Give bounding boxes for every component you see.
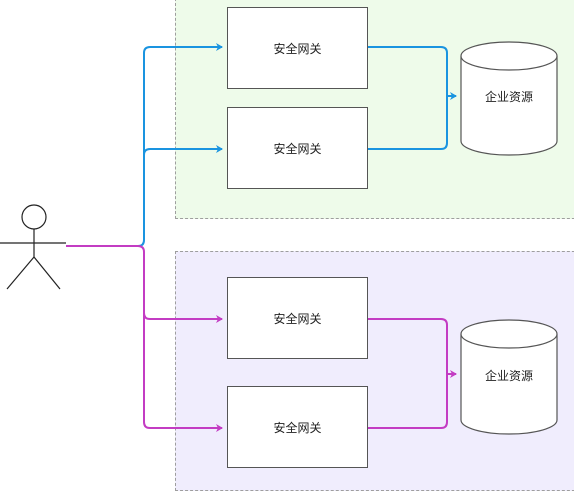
gateway-label: 安全网关 [273, 141, 322, 156]
connector-gw3-resource [368, 318, 457, 378]
gateway-label: 安全网关 [273, 311, 322, 326]
connector-actor-gw4 [143, 313, 223, 432]
connector-actor-gw2 [143, 145, 223, 156]
security-gateway-box[interactable]: 安全网关 [227, 7, 368, 89]
connector-actor-gw1 [66, 43, 223, 247]
security-gateway-box[interactable]: 安全网关 [227, 107, 368, 189]
connector-gw1-resource [368, 46, 457, 100]
gateway-label: 安全网关 [273, 41, 322, 56]
database-cylinder-icon [460, 41, 558, 156]
user-stick-figure-icon [0, 204, 66, 290]
enterprise-resource-label: 企业资源 [484, 90, 533, 104]
enterprise-resource-label: 企业资源 [484, 369, 533, 383]
connector-actor-gw3 [66, 245, 223, 323]
connector-group-bottom [66, 245, 457, 432]
gateway-label: 安全网关 [273, 420, 322, 435]
connector-gw4-resource [368, 374, 448, 429]
security-gateway-box[interactable]: 安全网关 [227, 386, 368, 468]
diagram-canvas [0, 41, 558, 435]
security-gateway-box[interactable]: 安全网关 [227, 277, 368, 359]
database-cylinder-icon [460, 319, 558, 435]
connector-gw2-resource [368, 96, 448, 150]
